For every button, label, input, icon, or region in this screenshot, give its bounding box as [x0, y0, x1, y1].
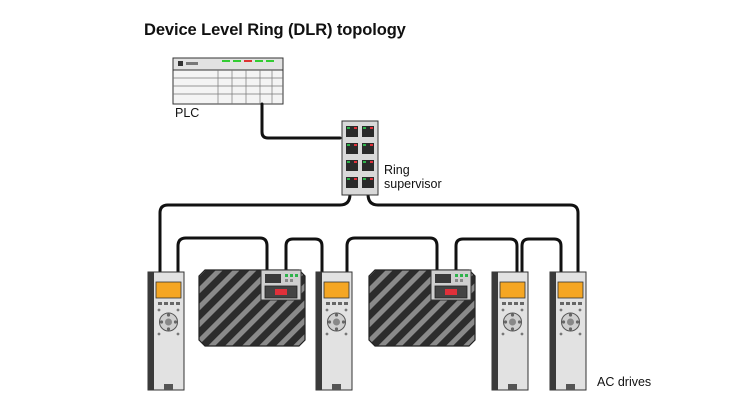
port-link-led [363, 144, 366, 146]
cable-plc-to-supervisor [260, 102, 342, 140]
switch-port [362, 143, 374, 154]
ac-drive-icon [549, 271, 587, 391]
port-activity-led [354, 127, 357, 129]
port-link-led [363, 178, 366, 180]
ethernet-switch-icon [341, 120, 379, 196]
port-link-led [347, 144, 350, 146]
plc-rack-icon [172, 57, 284, 105]
port-activity-led [370, 161, 373, 163]
port-link-led [347, 127, 350, 129]
port-activity-led [370, 178, 373, 180]
port-activity-led [370, 144, 373, 146]
switch-port [346, 143, 358, 154]
port-link-led [347, 161, 350, 163]
ac-drive-icon [491, 271, 529, 391]
ac-drive-icon [147, 271, 185, 391]
port-activity-led [354, 161, 357, 163]
cable-supervisor-to-right-drive [366, 192, 580, 274]
ring-cables [158, 102, 580, 274]
hatched-io-module-icon [198, 269, 306, 347]
cable-drive3-to-drive4 [520, 237, 563, 274]
switch-port [346, 126, 358, 137]
port-activity-led [370, 127, 373, 129]
hatched-io-module-icon [368, 269, 476, 347]
switch-port [362, 160, 374, 171]
cable-drive2-to-module2 [345, 236, 439, 274]
switch-port [346, 177, 358, 188]
cable-module2-to-drive3 [454, 237, 519, 274]
port-link-led [363, 127, 366, 129]
diagram-title: Device Level Ring (DLR) topology [144, 21, 406, 39]
port-link-led [363, 161, 366, 163]
switch-port [346, 160, 358, 171]
port-activity-led [354, 144, 357, 146]
cable-drive1-to-module1 [176, 236, 269, 274]
switch-port [362, 177, 374, 188]
ac-drive-icon [315, 271, 353, 391]
ac-drives-label: AC drives [597, 375, 652, 389]
switch-port [362, 126, 374, 137]
port-link-led [347, 178, 350, 180]
plc-label: PLC [175, 106, 200, 120]
cable-module1-to-drive2 [284, 237, 324, 274]
ring-supervisor-label-line2: supervisor [384, 177, 442, 191]
port-activity-led [354, 178, 357, 180]
ring-supervisor-label-line1: Ring [384, 163, 410, 177]
cable-supervisor-to-left-drive [158, 192, 352, 274]
